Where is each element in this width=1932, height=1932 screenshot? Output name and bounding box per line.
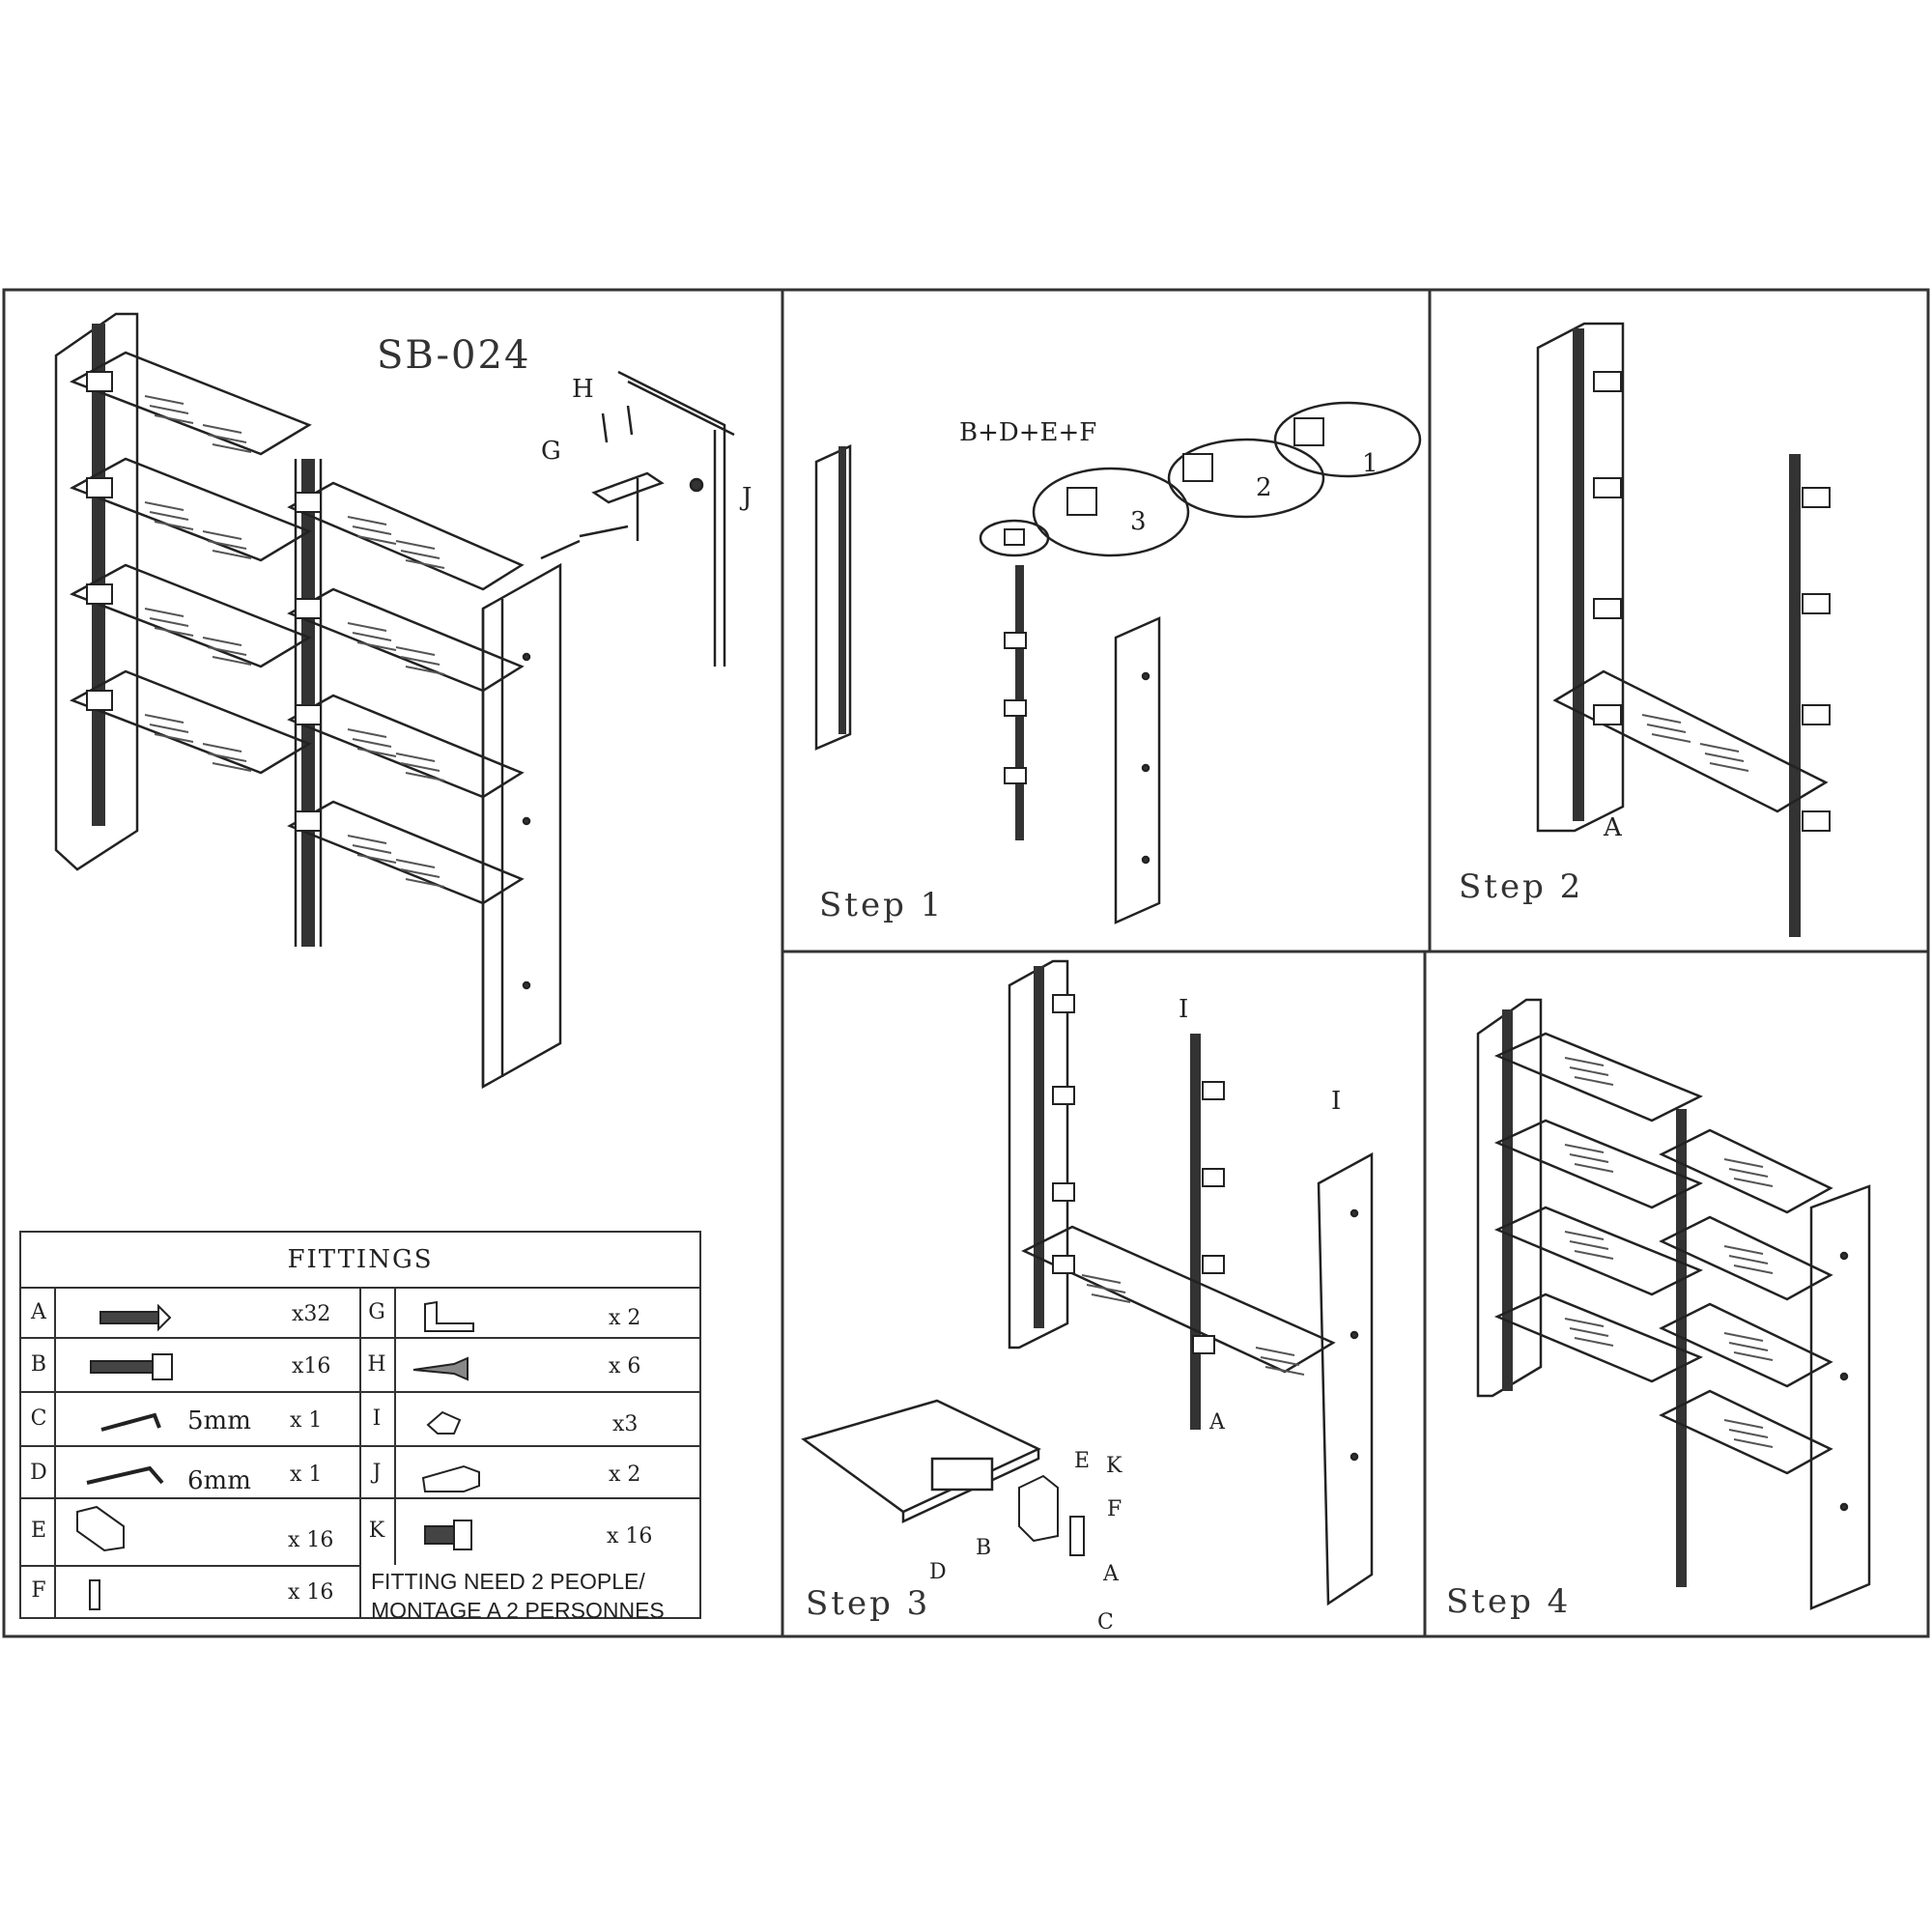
model-code: SB-024 <box>377 333 531 378</box>
callout-step1-combo: B+D+E+F <box>959 418 1097 447</box>
cap-bolt-icon <box>90 1353 173 1380</box>
callout-step3-e: E <box>1074 1449 1091 1473</box>
fitting-row-i: I x3 <box>359 1393 699 1445</box>
fittings-icons <box>76 1300 480 1610</box>
callout-step2-a: A <box>1604 813 1622 842</box>
callout-step3-b: B <box>976 1536 992 1560</box>
step3-drawing <box>801 959 1374 1606</box>
cap-icon <box>426 1410 462 1435</box>
callout-step3-k: K <box>1106 1454 1122 1478</box>
fitting-qty: x 16 <box>607 1524 653 1548</box>
wood-screw-icon <box>412 1356 469 1381</box>
fitting-row-e: E x 16 <box>21 1499 359 1565</box>
callout-step3-c: C <box>1097 1610 1114 1634</box>
fitting-qty: x 2 <box>609 1306 641 1330</box>
callout-step3-d: D <box>929 1560 947 1584</box>
callout-h: H <box>572 375 594 404</box>
fitting-note-line1: FITTING NEED 2 PEOPLE/ <box>371 1569 645 1594</box>
step3-label: Step 3 <box>806 1584 931 1623</box>
fitting-letter: F <box>31 1578 46 1603</box>
callout-step3-a1: A <box>1209 1410 1225 1435</box>
fitting-letter: K <box>368 1519 385 1543</box>
fitting-size: 5mm <box>187 1406 251 1435</box>
fitting-row-c: C 5mm x 1 <box>21 1393 359 1445</box>
fitting-letter: I <box>372 1406 382 1431</box>
angle-bracket-icon <box>76 1505 125 1552</box>
callout-j: J <box>742 483 753 512</box>
fitting-qty: x32 <box>292 1302 331 1326</box>
fitting-note: FITTING NEED 2 PEOPLE/ MONTAGE A 2 PERSO… <box>371 1567 699 1625</box>
fitting-row-f: F x 16 <box>21 1567 359 1619</box>
overview-drawing <box>54 312 735 1090</box>
fitting-letter: D <box>30 1461 47 1485</box>
callout-step1-num3: 3 <box>1130 507 1147 536</box>
fitting-row-b: B x16 <box>21 1339 359 1391</box>
step2-label: Step 2 <box>1459 867 1584 906</box>
fitting-row-a: A x32 <box>21 1287 359 1339</box>
socket-bolt-icon <box>424 1520 472 1550</box>
fitting-qty: x 1 <box>290 1408 323 1433</box>
fitting-qty: x3 <box>612 1412 639 1436</box>
fitting-qty: x 1 <box>290 1463 323 1487</box>
allen-key-icon <box>86 1465 164 1485</box>
fitting-qty: x 2 <box>609 1463 641 1487</box>
fittings-table: FITTINGS A x32 B x16 C 5mm x 1 D 6mm x 1… <box>19 1231 701 1623</box>
fitting-letter: B <box>30 1352 47 1377</box>
callout-step1-num2: 2 <box>1256 473 1272 502</box>
callout-step3-a2: A <box>1103 1562 1119 1586</box>
fitting-letter: J <box>372 1461 382 1485</box>
fitting-letter: H <box>367 1352 386 1377</box>
step1-label: Step 1 <box>819 886 945 924</box>
step4-label: Step 4 <box>1446 1582 1572 1621</box>
countersunk-bolt-icon <box>99 1303 172 1332</box>
fitting-qty: x 16 <box>288 1528 334 1552</box>
callout-step3-i1: I <box>1179 995 1189 1024</box>
wall-plug-icon <box>421 1464 480 1492</box>
fittings-title: FITTINGS <box>21 1233 699 1289</box>
fitting-qty: x16 <box>292 1354 331 1378</box>
callout-step3-i2: I <box>1331 1087 1342 1116</box>
callout-step3-f: F <box>1107 1497 1122 1521</box>
fitting-letter: C <box>30 1406 47 1431</box>
fitting-qty: x 6 <box>609 1354 641 1378</box>
fitting-row-h: H x 6 <box>359 1339 699 1391</box>
fitting-letter: E <box>30 1519 47 1543</box>
page-frame <box>2 288 1930 1638</box>
fitting-row-d: D 6mm x 1 <box>21 1447 359 1499</box>
fitting-row-k: K x 16 <box>359 1499 699 1565</box>
fitting-size: 6mm <box>187 1466 251 1495</box>
step1-drawing <box>814 401 1422 924</box>
wall-bracket-icon <box>424 1300 474 1332</box>
allen-key-icon <box>100 1412 161 1432</box>
step4-drawing <box>1476 998 1871 1610</box>
callout-g: G <box>541 437 561 466</box>
fitting-letter: G <box>368 1300 385 1324</box>
plate-icon <box>89 1579 100 1610</box>
fitting-row-g: G x 2 <box>359 1287 699 1339</box>
fitting-note-line2: MONTAGE A 2 PERSONNES <box>371 1598 665 1623</box>
fitting-row-j: J x 2 <box>359 1447 699 1499</box>
callout-step1-num1: 1 <box>1362 449 1378 478</box>
fitting-qty: x 16 <box>288 1580 334 1605</box>
step2-drawing <box>1536 322 1831 937</box>
fitting-letter: A <box>31 1300 46 1324</box>
